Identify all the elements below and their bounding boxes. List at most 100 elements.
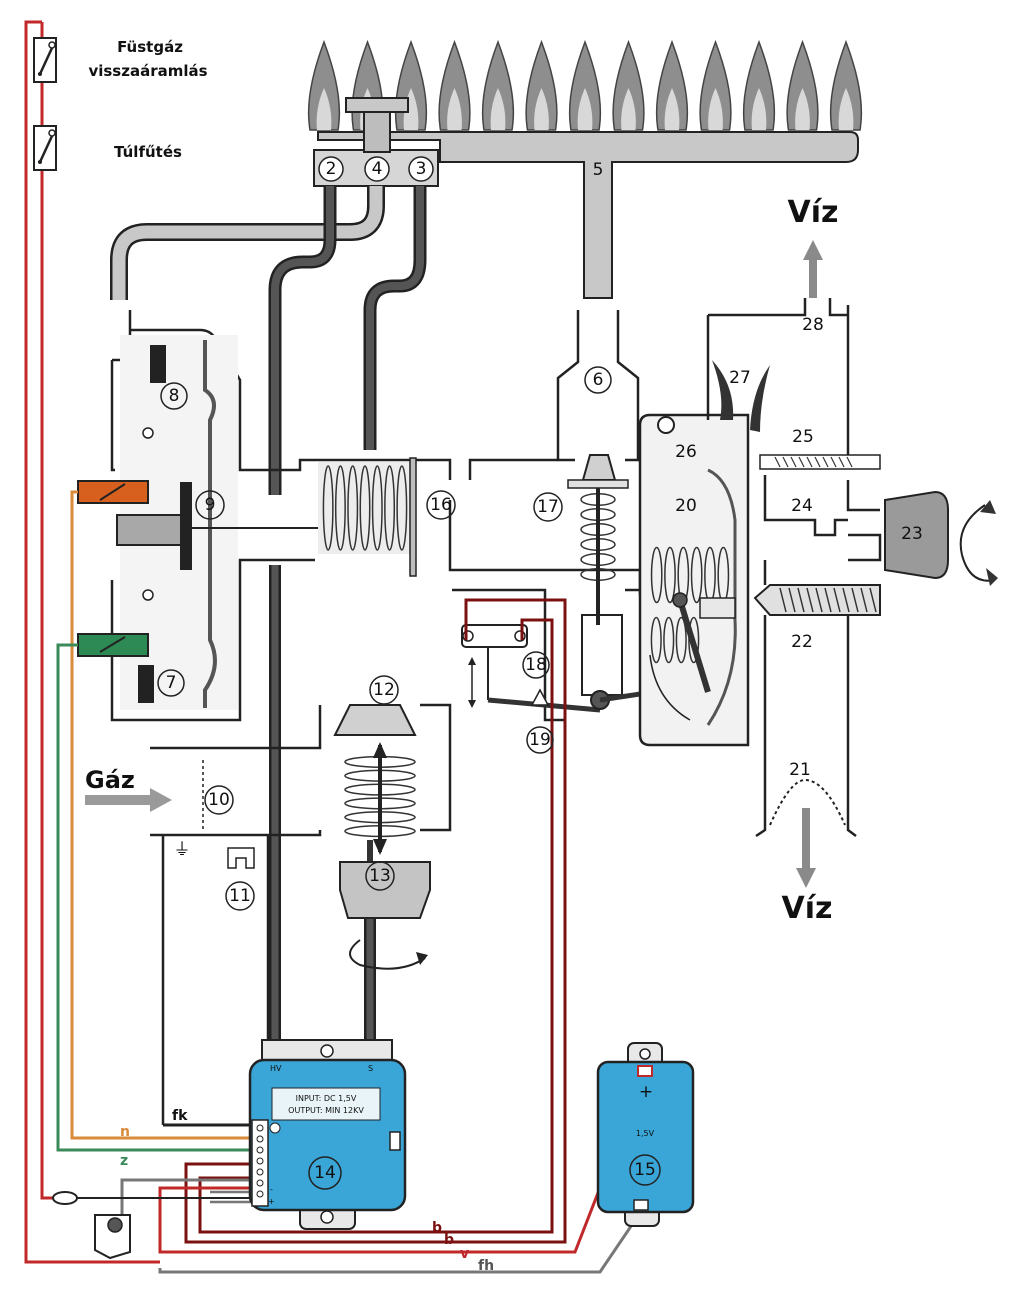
thread-line xyxy=(788,587,796,613)
part-28: 28 xyxy=(802,315,824,335)
flame xyxy=(568,39,602,131)
part-2: 2 xyxy=(326,159,337,179)
water-chamber-20 xyxy=(638,413,750,747)
spring-coil xyxy=(688,616,700,664)
module-s-label: S xyxy=(368,1064,373,1073)
pilot-gas-pipe xyxy=(110,186,385,300)
flame-core xyxy=(751,88,767,130)
part-21: 21 xyxy=(789,760,811,780)
switch-flue-gas xyxy=(33,37,57,83)
wire-label-v: v xyxy=(460,1246,469,1262)
spring-coil xyxy=(650,546,663,604)
terminal-screw xyxy=(256,1190,264,1198)
part-27: 27 xyxy=(729,368,751,388)
water-in-arrow xyxy=(796,808,816,888)
spring-coil xyxy=(334,465,346,551)
adjuster-22-thread xyxy=(779,587,877,613)
spring-coil xyxy=(396,465,408,551)
battery-body xyxy=(596,1060,695,1214)
part-14: 14 xyxy=(314,1163,336,1183)
water-out-arrow xyxy=(803,240,823,298)
part-10: 10 xyxy=(208,790,230,810)
terminal-screw xyxy=(256,1168,264,1176)
gas-inlet: Gáz ⏚ xyxy=(85,760,255,869)
thread-line xyxy=(833,587,841,613)
part-22: 22 xyxy=(791,632,813,652)
flame xyxy=(612,39,645,131)
svg-text:⏚: ⏚ xyxy=(174,840,191,860)
wire-label-fk: fk xyxy=(172,1108,188,1124)
spring-coil xyxy=(371,465,383,551)
burner-flames xyxy=(307,39,863,131)
part-numbers: 2 4 3 5 6 7 8 9 10 11 12 13 16 17 18 19 … xyxy=(157,156,923,911)
knob-23-rotation xyxy=(959,504,996,582)
diaphragm-membrane xyxy=(203,340,217,708)
spring-coil xyxy=(690,546,703,604)
wire-label-b2: b xyxy=(444,1232,454,1248)
magnet-8 xyxy=(150,345,166,383)
part-24: 24 xyxy=(791,496,813,516)
water-out-label: Víz xyxy=(788,195,839,230)
wire-label-fh: fh xyxy=(478,1258,494,1274)
module-minus: - xyxy=(270,1185,273,1194)
part-20: 20 xyxy=(675,496,697,516)
flame xyxy=(829,39,863,131)
spring-coil xyxy=(650,616,662,664)
knob-13 xyxy=(339,861,431,919)
valve-16-spring xyxy=(318,457,417,577)
wire-orange xyxy=(70,490,250,1140)
terminal-screw xyxy=(256,1179,264,1187)
part-5: 5 xyxy=(593,160,604,180)
pilot-hood xyxy=(345,97,409,113)
wire-b2 xyxy=(198,618,554,1234)
gas-label: Gáz xyxy=(85,766,135,794)
thread-line xyxy=(842,587,850,613)
flame-core xyxy=(795,88,810,130)
thread-line xyxy=(846,456,853,468)
flame-core xyxy=(447,88,462,130)
terminal-screw xyxy=(256,1146,264,1154)
magnet-7 xyxy=(138,665,154,703)
flame xyxy=(438,39,471,131)
flame-core xyxy=(316,88,332,130)
battery: + 1,5V 15 xyxy=(596,1042,695,1227)
thread-line xyxy=(824,587,832,613)
part-17: 17 xyxy=(537,497,559,517)
part-23: 23 xyxy=(901,524,923,544)
module-hv-label: HV xyxy=(270,1064,282,1073)
flue-gas-label-1: Füstgáz xyxy=(117,38,183,56)
spring-16 xyxy=(322,465,408,551)
flame xyxy=(742,39,776,131)
adjuster-22 xyxy=(753,584,881,616)
thread-line xyxy=(797,587,805,613)
thread-line xyxy=(830,456,837,468)
wiring xyxy=(24,20,647,1274)
thread-line xyxy=(774,456,781,468)
part-11: 11 xyxy=(229,886,251,906)
flame-core xyxy=(534,88,549,130)
spring-coil xyxy=(384,465,396,551)
battery-voltage: 1,5V xyxy=(636,1129,655,1138)
wire-b xyxy=(184,598,567,1244)
module-side-port xyxy=(389,1131,401,1151)
part-4: 4 xyxy=(372,159,383,179)
flame xyxy=(655,39,689,131)
gas-inlet-arrow xyxy=(85,788,172,812)
knob-23 xyxy=(884,490,949,580)
ball-26 xyxy=(657,416,675,434)
spring-coil xyxy=(663,616,675,664)
spring-coil xyxy=(675,616,687,664)
part-9: 9 xyxy=(205,495,216,515)
main-gas-valve-12 xyxy=(333,704,431,970)
switch-overheat xyxy=(33,125,57,171)
spring-coil xyxy=(347,465,359,551)
part-7: 7 xyxy=(166,673,177,693)
module-plus: + xyxy=(268,1197,275,1206)
screw-25 xyxy=(759,454,881,470)
terminal-screw xyxy=(256,1157,264,1165)
venturi-27-right xyxy=(750,365,770,432)
flame xyxy=(307,39,341,131)
spring-20-bottom xyxy=(650,616,700,664)
thread-line xyxy=(798,456,805,468)
thermo-11 xyxy=(227,847,255,869)
